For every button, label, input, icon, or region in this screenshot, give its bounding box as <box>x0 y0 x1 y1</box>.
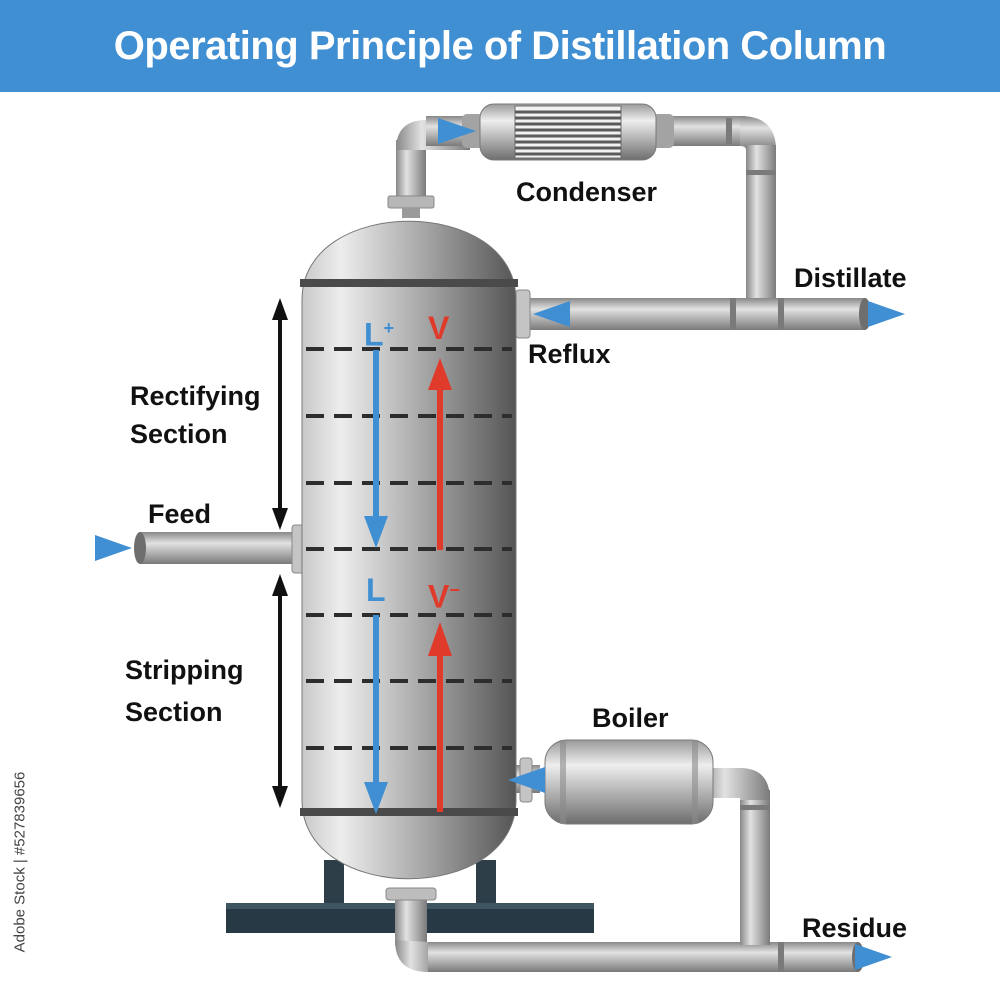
vapor-bottom-label: V− <box>428 578 460 615</box>
condenser-label: Condenser <box>516 177 658 207</box>
feed-flow-arrow <box>95 535 132 561</box>
reflux-label: Reflux <box>528 339 611 369</box>
vapor-top-label: V <box>428 310 450 346</box>
page-title: Operating Principle of Distillation Colu… <box>113 24 887 68</box>
liquid-flow-arrow-top <box>364 350 388 548</box>
reflux-pipe <box>515 289 871 339</box>
liquid-bottom-label: L <box>366 572 386 608</box>
distillate-label: Distillate <box>794 263 907 293</box>
distillate-flow-arrow <box>868 301 905 327</box>
stock-id-text: Adobe Stock | #527839656 <box>11 771 29 953</box>
liquid-flow-arrow-bottom <box>364 615 388 814</box>
rectifying-label-line1: Rectifying <box>130 381 261 411</box>
liquid-top-superscript: + <box>383 318 395 338</box>
feed-label: Feed <box>148 499 212 529</box>
condenser-inlet-arrow <box>438 118 476 144</box>
vapor-flow-arrow-top <box>428 358 452 550</box>
liquid-top-label: L+ <box>364 316 395 353</box>
title-bar <box>0 0 1000 92</box>
reflux-flow-arrow <box>533 301 570 327</box>
boiler-return-arrow <box>508 767 545 793</box>
distillation-column <box>300 220 518 880</box>
stripping-label-line1: Stripping <box>125 655 244 685</box>
condenser <box>462 103 674 161</box>
condenser-outlet-pipe <box>656 116 776 305</box>
residue-label: Residue <box>802 913 908 943</box>
residue-flow-arrow <box>855 944 892 970</box>
stripping-label-line2: Section <box>125 697 223 727</box>
feed-pipe <box>134 524 307 574</box>
stock-id-watermark: Adobe Stock | #527839656 <box>6 762 34 962</box>
rectifying-section-bracket <box>272 298 288 530</box>
boiler-label: Boiler <box>592 703 669 733</box>
vapor-bottom-superscript: − <box>449 580 460 600</box>
stripping-section-bracket <box>272 574 288 808</box>
rectifying-label-line2: Section <box>130 419 228 449</box>
vapor-flow-arrow-bottom <box>428 622 452 812</box>
